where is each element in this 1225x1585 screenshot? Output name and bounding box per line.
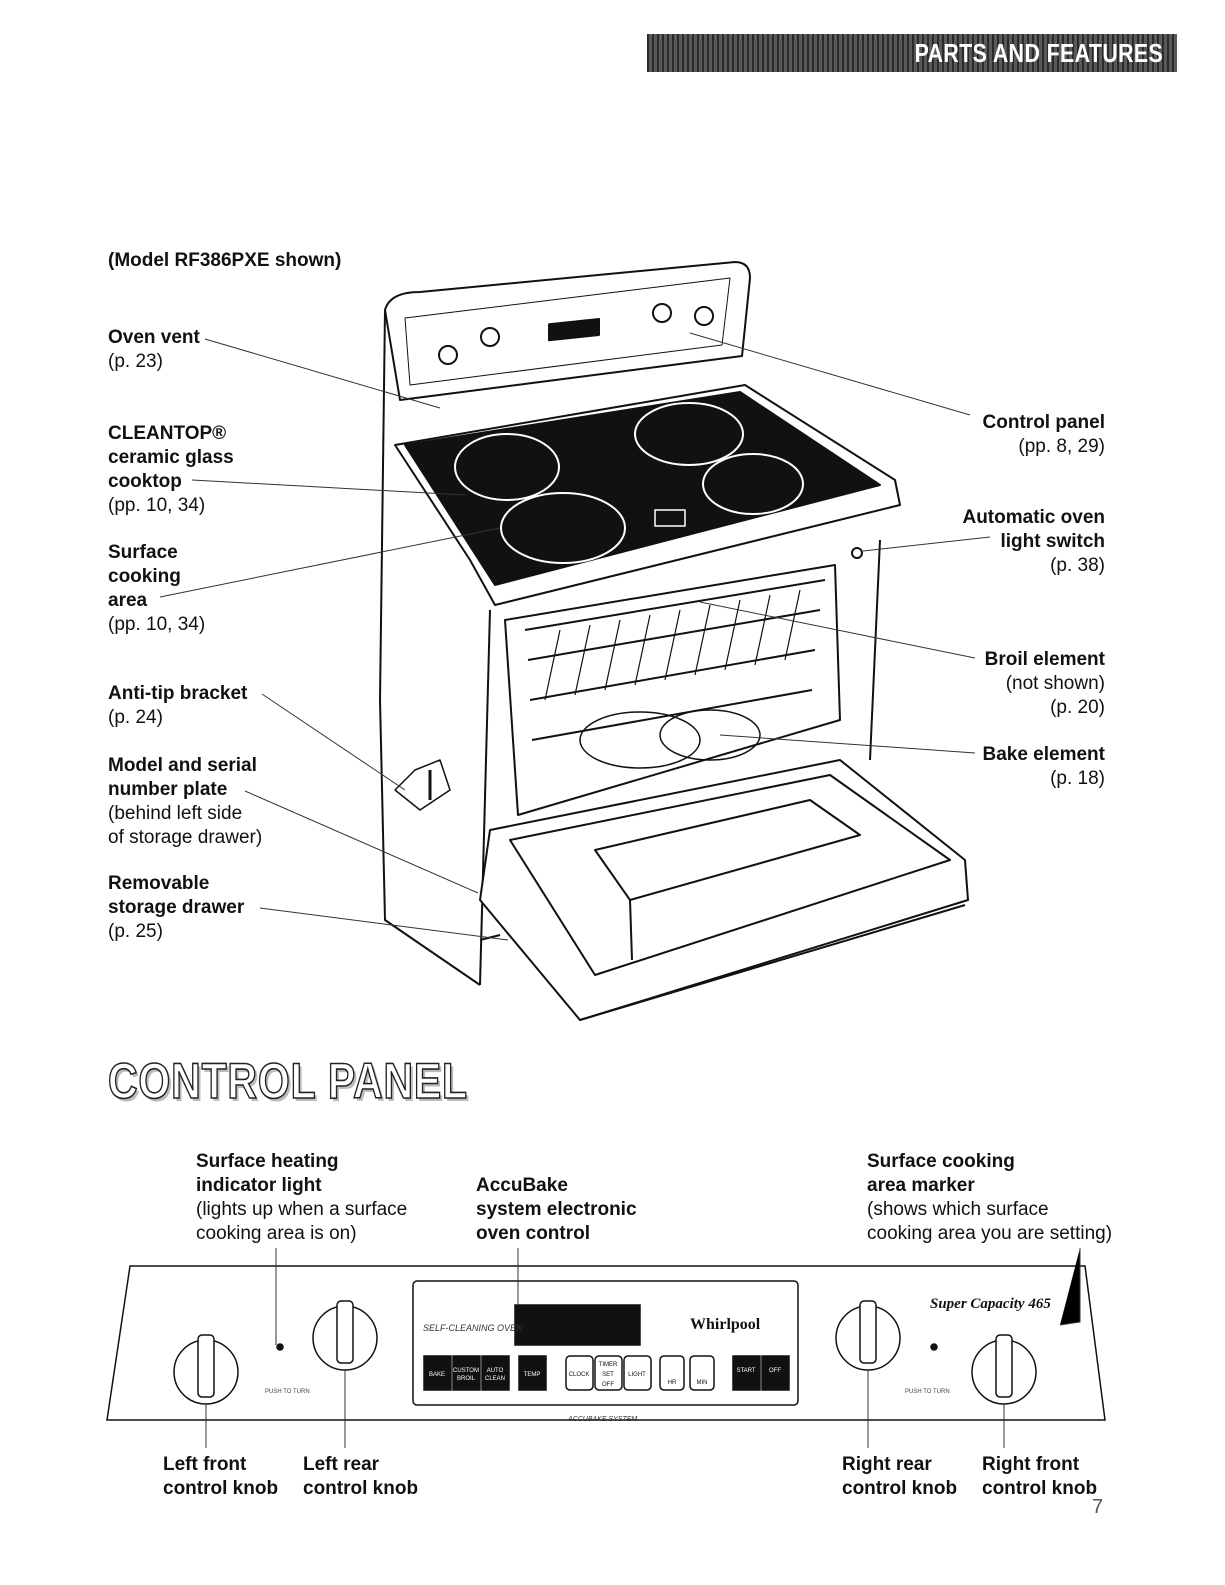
system-label: ACCUBAKE SYSTEM [568, 1416, 638, 1423]
callout-marker-note2: cooking area you are setting) [867, 1223, 1113, 1244]
callout-bake-page: (p. 18) [1050, 768, 1105, 789]
callout-surface-line1: Surface [108, 542, 178, 563]
svg-text:LIGHT: LIGHT [628, 1372, 646, 1378]
svg-text:SET: SET [602, 1372, 614, 1378]
callout-serial-line2: number plate [108, 779, 228, 800]
callout-accubake-line2: system electronic [476, 1199, 637, 1220]
svg-text:CLOCK: CLOCK [569, 1372, 590, 1378]
svg-text:TIMER: TIMER [599, 1362, 618, 1368]
push-to-turn-right: PUSH TO TURN [905, 1389, 950, 1395]
callout-indicator-line1: Surface heating [196, 1151, 339, 1172]
callout-right-front-line2: control knob [982, 1478, 1098, 1499]
callout-drawer-line2: storage drawer [108, 897, 245, 918]
callout-surface-line3: area [108, 590, 148, 611]
control-panel-heading: CONTROL PANEL [107, 1052, 468, 1110]
svg-text:OFF: OFF [769, 1368, 781, 1374]
callout-right-rear-line2: control knob [842, 1478, 958, 1499]
svg-text:AUTO: AUTO [487, 1368, 504, 1374]
svg-text:TEMP: TEMP [524, 1372, 541, 1378]
callout-control-panel: Control panel [982, 412, 1105, 433]
display-label: SELF-CLEANING OVEN [423, 1323, 523, 1333]
callout-anti-tip-page: (p. 24) [108, 707, 163, 728]
callout-serial-line1: Model and serial [108, 755, 257, 776]
callout-oven-vent-page: (p. 23) [108, 351, 163, 372]
svg-text:START: START [736, 1368, 755, 1374]
callout-light-switch-line1: Automatic oven [962, 507, 1105, 528]
callout-accubake-line3: oven control [476, 1223, 591, 1244]
callout-accubake-line1: AccuBake [476, 1175, 568, 1196]
svg-text:CUSTOM: CUSTOM [453, 1368, 479, 1374]
callout-drawer-page: (p. 25) [108, 921, 163, 942]
callout-surface-page: (pp. 10, 34) [108, 614, 206, 635]
callout-cleantop-line3: cooktop [108, 471, 182, 492]
callout-left-front-line2: control knob [163, 1478, 279, 1499]
callout-broil-element: Broil element [984, 649, 1105, 670]
callout-left-rear-line1: Left rear [303, 1454, 380, 1475]
push-to-turn-left: PUSH TO TURN [265, 1389, 310, 1395]
capacity-script: Super Capacity 465 [930, 1296, 1051, 1312]
callout-left-rear-line2: control knob [303, 1478, 419, 1499]
callout-light-switch-line2: light switch [1000, 531, 1106, 552]
brand-logo: Whirlpool [690, 1316, 761, 1333]
callout-drawer-line1: Removable [108, 873, 210, 894]
section-banner: PARTS AND FEATURES [647, 34, 1177, 72]
model-note: (Model RF386PXE shown) [108, 250, 342, 271]
callout-serial-note1: (behind left side [108, 803, 243, 824]
svg-text:OFF: OFF [602, 1382, 614, 1388]
callout-left-front-line1: Left front [163, 1454, 247, 1475]
callout-marker-line1: Surface cooking [867, 1151, 1015, 1172]
page-number: 7 [1092, 1496, 1104, 1518]
callout-serial-note2: of storage drawer) [108, 827, 263, 848]
callout-light-switch-page: (p. 38) [1050, 555, 1105, 576]
callout-anti-tip: Anti-tip bracket [108, 683, 248, 704]
callout-cleantop-line1: CLEANTOP® [108, 423, 227, 444]
section-title: PARTS AND FEATURES [914, 38, 1163, 68]
svg-text:HR: HR [668, 1380, 677, 1386]
bake-button-label: BAKE [429, 1372, 445, 1378]
callout-right-rear-line1: Right rear [842, 1454, 932, 1475]
svg-text:MIN: MIN [697, 1380, 708, 1386]
callout-control-panel-page: (pp. 8, 29) [1018, 436, 1105, 457]
callout-surface-line2: cooking [108, 566, 181, 587]
callout-right-front-line1: Right front [982, 1454, 1080, 1475]
callout-indicator-note1: (lights up when a surface [196, 1199, 408, 1220]
callout-marker-note1: (shows which surface [867, 1199, 1049, 1220]
callout-indicator-note2: cooking area is on) [196, 1223, 357, 1244]
callout-cleantop-line2: ceramic glass [108, 447, 234, 468]
callout-indicator-line2: indicator light [196, 1175, 322, 1196]
callout-bake-element: Bake element [982, 744, 1105, 765]
callout-marker-line2: area marker [867, 1175, 975, 1196]
callout-broil-page: (p. 20) [1050, 697, 1105, 718]
callout-broil-note: (not shown) [1005, 673, 1105, 694]
svg-text:CLEAN: CLEAN [485, 1376, 505, 1382]
callout-cleantop-page: (pp. 10, 34) [108, 495, 206, 516]
callout-oven-vent: Oven vent [108, 327, 200, 348]
svg-text:BROIL: BROIL [457, 1376, 476, 1382]
